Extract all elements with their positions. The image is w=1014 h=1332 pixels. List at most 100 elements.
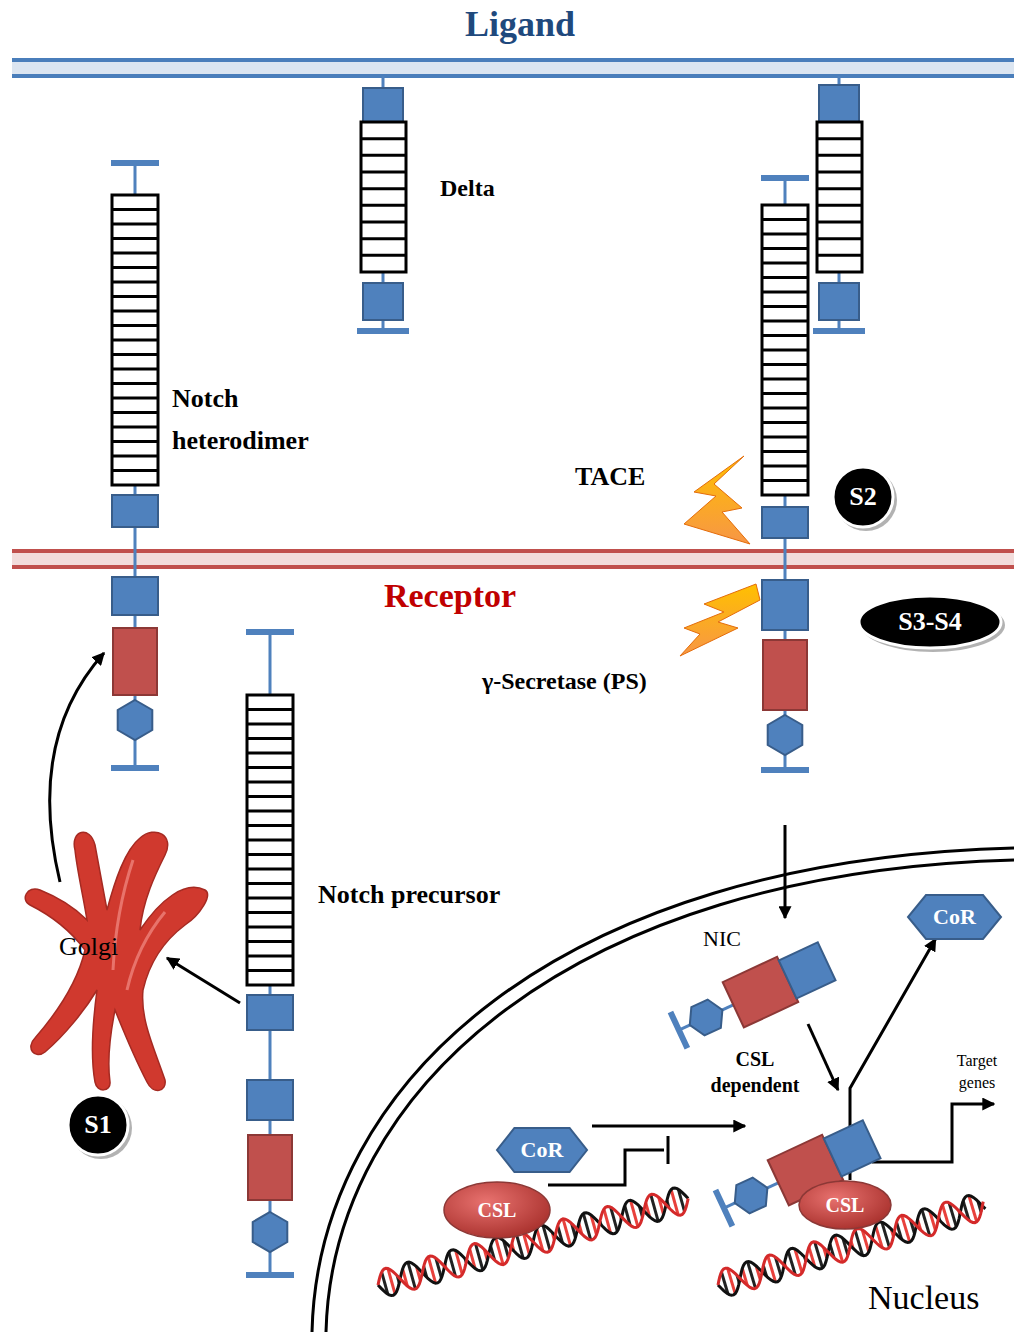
egf-repeat-rung bbox=[112, 252, 158, 255]
egf-repeat-rung bbox=[112, 426, 158, 429]
ram-domain bbox=[824, 1120, 881, 1176]
ligand-domain bbox=[819, 283, 859, 320]
node-label: CoR bbox=[933, 904, 976, 929]
egf-repeat-rung bbox=[762, 479, 808, 482]
golgi-organelle: Golgi bbox=[15, 820, 215, 1095]
egf-repeat-rung bbox=[762, 349, 808, 352]
membrane-label: Ligand bbox=[420, 4, 620, 45]
egf-repeat-rung bbox=[817, 221, 862, 224]
t-bar-end bbox=[761, 767, 809, 773]
badge-circle bbox=[833, 467, 893, 527]
ligand-membrane-line bbox=[12, 74, 1014, 78]
egf-repeat-rung bbox=[247, 839, 293, 842]
egf-repeat-rung bbox=[762, 218, 808, 221]
egf-repeat-rung bbox=[247, 795, 293, 798]
csl-factor: CSL bbox=[442, 1180, 552, 1240]
pathway-note: CSL dependent bbox=[700, 1046, 810, 1098]
pest-hexagon bbox=[683, 996, 729, 1039]
pest-hexagon bbox=[768, 715, 803, 755]
ank-domain bbox=[113, 628, 157, 695]
activated-notch-figure bbox=[761, 178, 809, 770]
csl-ellipse bbox=[444, 1182, 550, 1238]
fragment-name: NIC bbox=[703, 926, 741, 951]
egf-repeat-rung bbox=[361, 237, 406, 240]
notch-heterodimer-figure bbox=[111, 163, 159, 768]
egf-repeat-rung bbox=[361, 137, 406, 140]
egf-repeat-rung bbox=[112, 353, 158, 356]
egf-repeat-rung bbox=[817, 171, 862, 174]
node-label: Golgi bbox=[59, 932, 118, 962]
switch-arrow bbox=[592, 1125, 745, 1128]
egf-repeat-rung bbox=[247, 766, 293, 769]
egf-repeat-rung bbox=[817, 204, 862, 207]
ligand-membrane-line bbox=[12, 58, 1014, 62]
release-arrow bbox=[784, 825, 787, 918]
egf-repeat-rung bbox=[762, 363, 808, 366]
pest-hexagon bbox=[118, 700, 153, 740]
egf-repeat-rung bbox=[247, 752, 293, 755]
egf-repeat-rung bbox=[112, 310, 158, 313]
corepressor-hexagon: CoR bbox=[496, 1127, 588, 1173]
t-bar-end bbox=[357, 328, 409, 334]
t-bar-end bbox=[111, 765, 159, 771]
ligand-domain bbox=[363, 283, 403, 320]
egf-repeat-rung bbox=[247, 781, 293, 784]
transmembrane-domain bbox=[112, 577, 158, 615]
egf-repeat-rung bbox=[247, 810, 293, 813]
egf-repeat-rung bbox=[762, 334, 808, 337]
node-label: S2 bbox=[849, 482, 876, 512]
egf-repeat-rung bbox=[247, 882, 293, 885]
egf-repeat-rung bbox=[247, 708, 293, 711]
golgi-shape bbox=[25, 832, 207, 1090]
egf-repeat-rung bbox=[762, 305, 808, 308]
badge-circle bbox=[68, 1095, 128, 1155]
hexagon-outline bbox=[908, 895, 1001, 939]
egf-repeat-rung bbox=[762, 233, 808, 236]
egf-repeat-rung bbox=[247, 868, 293, 871]
binding-arrow bbox=[808, 1024, 838, 1090]
egf-repeat-rung bbox=[817, 187, 862, 190]
egf-repeat-rung bbox=[247, 969, 293, 972]
egf-repeat-rung bbox=[817, 137, 862, 140]
receptor-membrane-line bbox=[12, 565, 1014, 569]
cleavage-site-badge: S1 bbox=[64, 1091, 132, 1159]
egf-repeat-rung bbox=[247, 897, 293, 900]
egf-repeat-rung bbox=[112, 397, 158, 400]
enzyme-name: TACE bbox=[575, 462, 645, 492]
egf-repeat-rung bbox=[762, 436, 808, 439]
egf-repeat-rung bbox=[112, 455, 158, 458]
egf-repeat-rung bbox=[361, 187, 406, 190]
lnr-domain bbox=[247, 995, 293, 1030]
ligand-membrane-fill bbox=[12, 60, 1014, 76]
egf-repeat-rung bbox=[247, 955, 293, 958]
egf-repeat-rung bbox=[247, 911, 293, 914]
lnr-domain bbox=[762, 507, 808, 538]
pest-hexagon bbox=[253, 1212, 288, 1252]
egf-repeat-ladder bbox=[361, 122, 406, 272]
egf-repeat-rung bbox=[817, 237, 862, 240]
egf-repeat-rung bbox=[361, 221, 406, 224]
t-bar-end bbox=[246, 629, 294, 635]
egf-repeat-ladder bbox=[817, 122, 862, 272]
egf-repeat-rung bbox=[247, 853, 293, 856]
egf-repeat-rung bbox=[112, 266, 158, 269]
receptor-membrane-fill bbox=[12, 551, 1014, 567]
egf-repeat-rung bbox=[247, 940, 293, 943]
pest-hexagon bbox=[728, 1174, 774, 1217]
node-label: S3-S4 bbox=[898, 607, 962, 637]
ligand-domain bbox=[819, 85, 859, 122]
egf-repeat-rung bbox=[762, 392, 808, 395]
egf-repeat-rung bbox=[112, 411, 158, 414]
nic-csl-complex bbox=[713, 1117, 882, 1231]
egf-repeat-rung bbox=[112, 368, 158, 371]
ram-domain bbox=[779, 942, 836, 998]
egf-repeat-rung bbox=[361, 171, 406, 174]
egf-repeat-rung bbox=[112, 237, 158, 240]
inhibition-bar bbox=[667, 1136, 670, 1164]
active-promoter bbox=[872, 1104, 994, 1162]
egf-repeat-rung bbox=[361, 154, 406, 157]
transmembrane-domain bbox=[247, 1080, 293, 1120]
egf-repeat-rung bbox=[112, 295, 158, 298]
lnr-domain bbox=[112, 495, 158, 527]
